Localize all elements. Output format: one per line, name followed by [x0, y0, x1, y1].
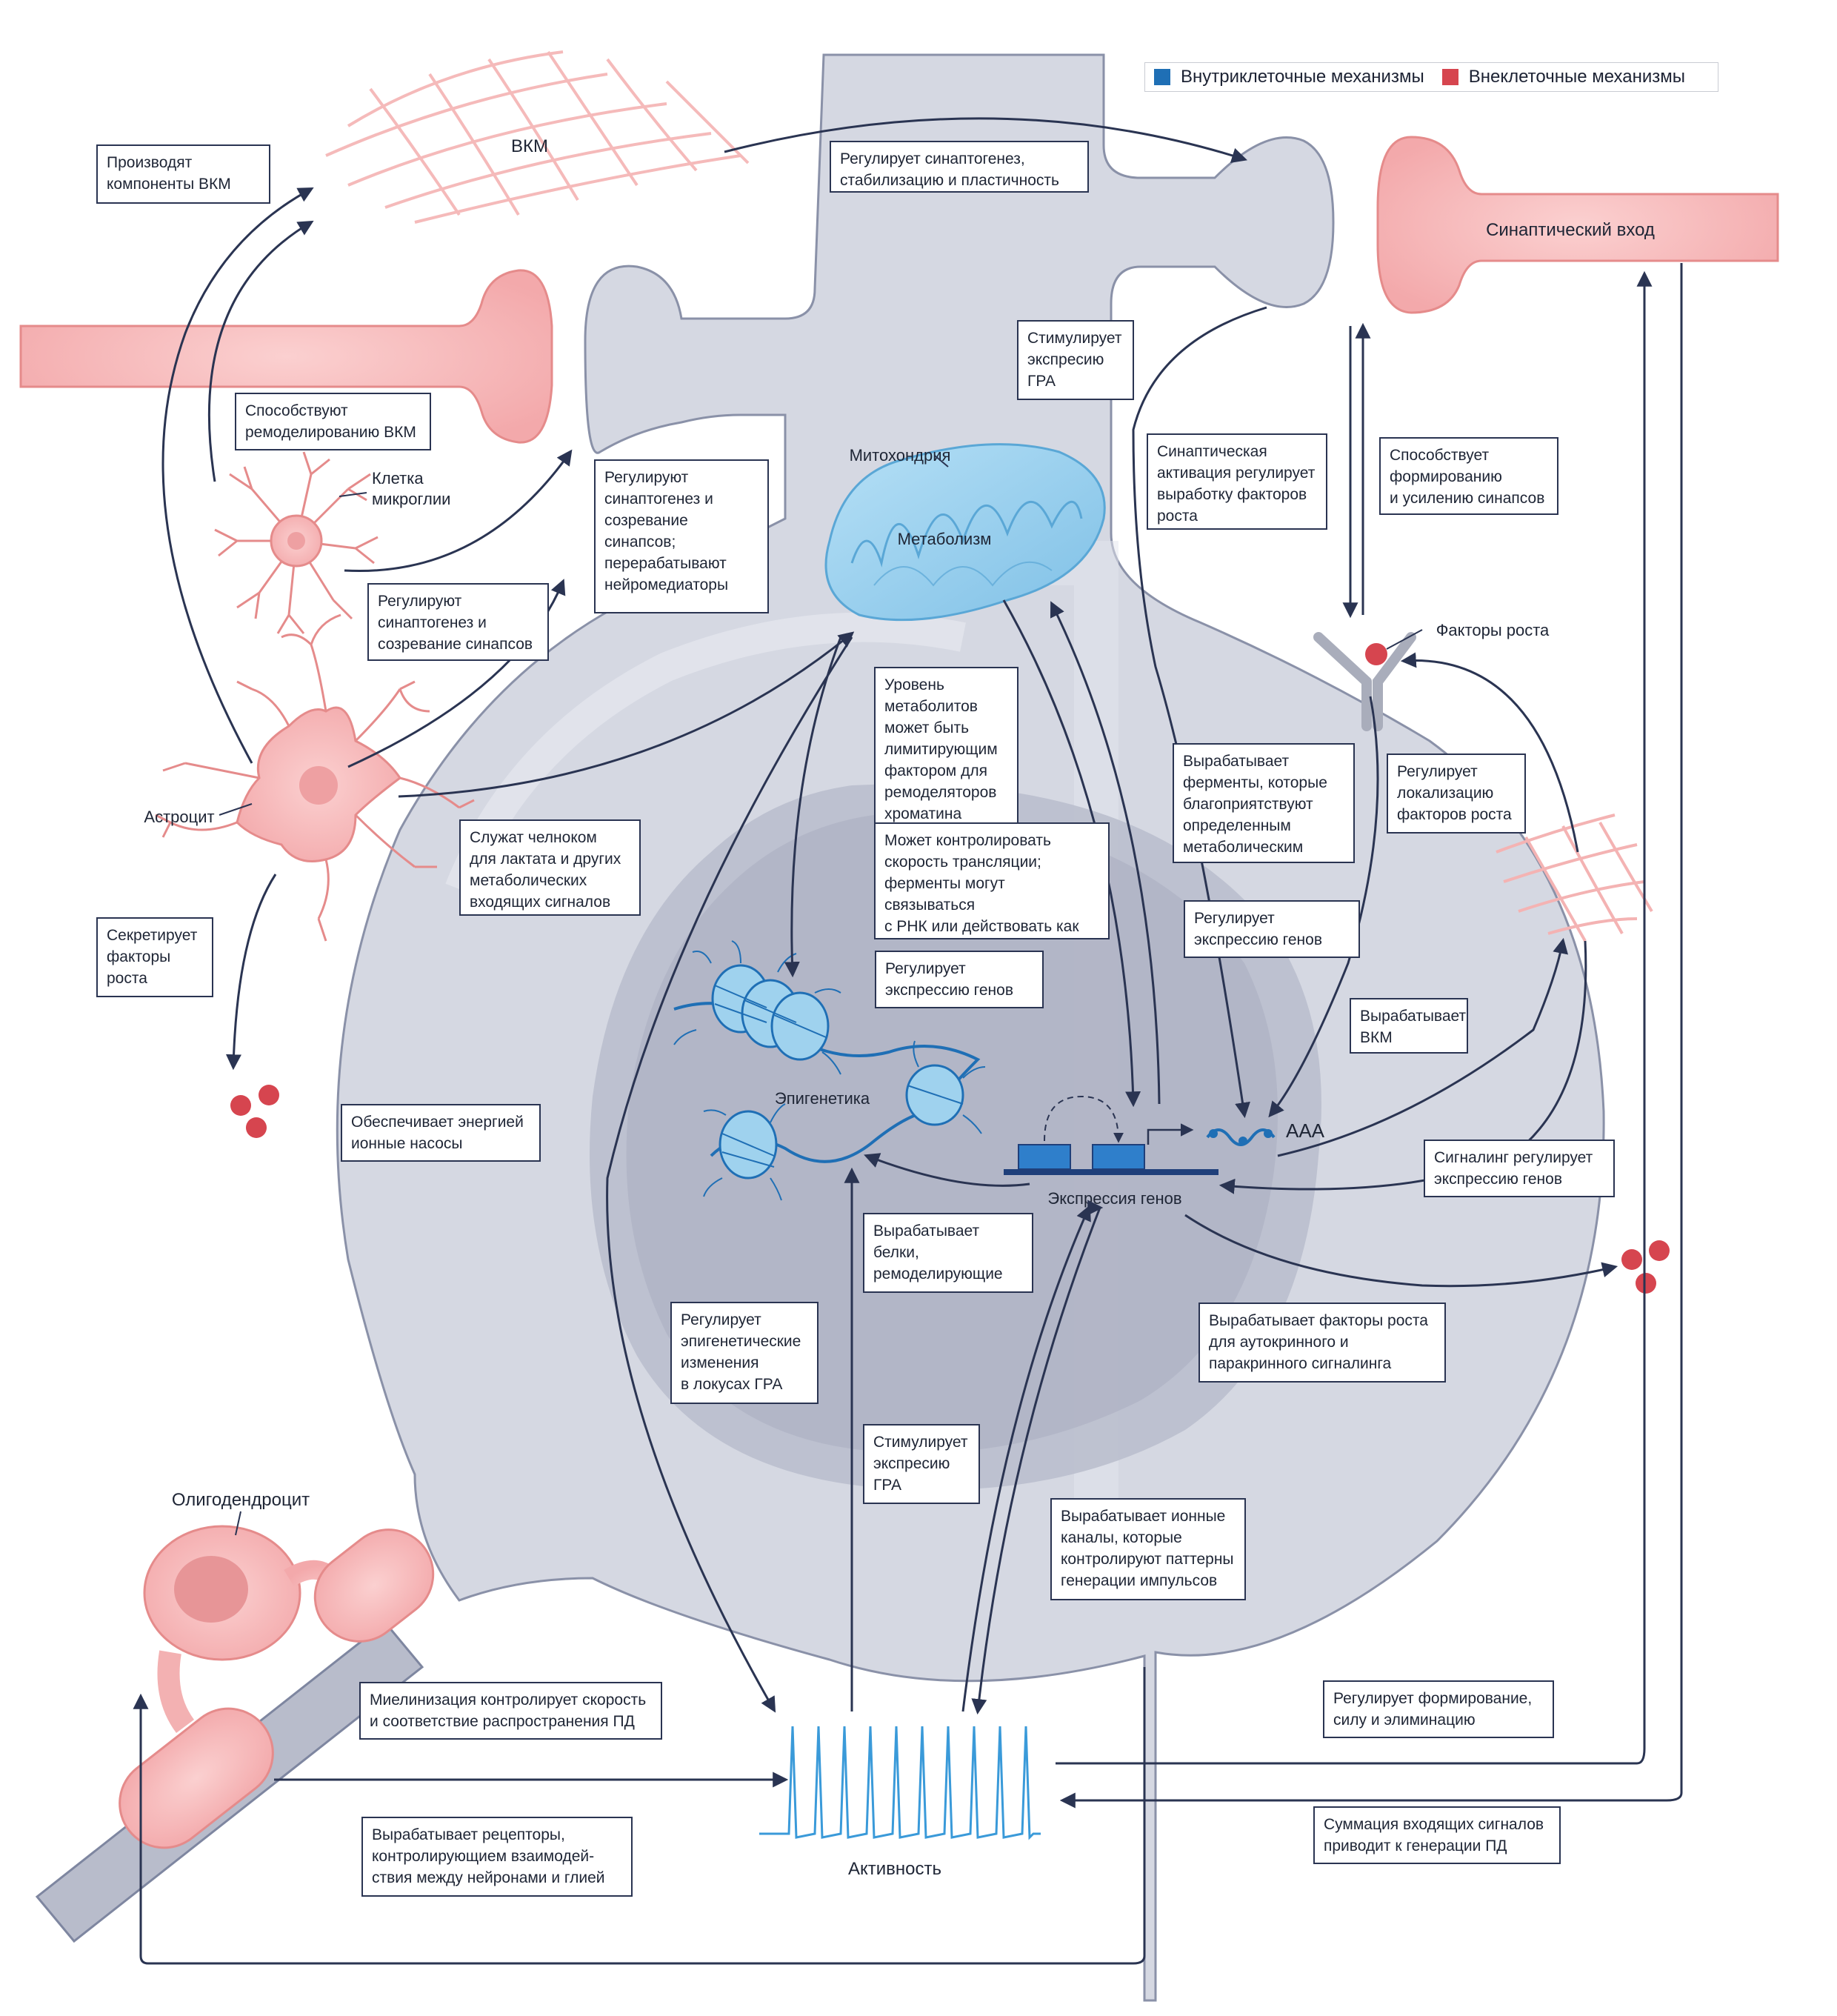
growth-factor-dots-right	[1621, 1240, 1670, 1294]
callout-secretes-gf: Секретирует факторы роста	[96, 917, 213, 997]
callout-epigenetic-changes: Регулирует эпигенетические изменения в л…	[670, 1302, 819, 1404]
polyA-label: AAA	[1286, 1120, 1325, 1142]
metabolism-label: Метаболизм	[898, 530, 992, 548]
callout-produces-ecm: Вырабатывает ВКМ	[1350, 998, 1468, 1054]
growth-factors-label: Факторы роста	[1436, 621, 1550, 639]
callout-lactate-shuttle: Служат челноком для лактата и других мет…	[459, 819, 641, 916]
activity-trace: Активность	[759, 1726, 1041, 1879]
callout-summation: Суммация входящих сигналов приводит к ге…	[1313, 1806, 1561, 1864]
callout-metabolite-level: Уровень метаболитов может быть лимитирую…	[874, 667, 1018, 828]
synaptic-bouton-left	[19, 269, 553, 444]
gene-expression-label: Экспрессия генов	[1047, 1189, 1181, 1208]
callout-regulate-synaptogenesis-right: Регулируют синаптогенез и созревание син…	[594, 459, 769, 613]
legend-swatch-intracellular	[1154, 69, 1170, 85]
activity-label: Активность	[848, 1859, 941, 1879]
callout-enzymes-paths: Вырабатывает ферменты, которые благоприя…	[1173, 743, 1355, 863]
callout-regulate-synaptogenesis-left: Регулируют синаптогенез и созревание син…	[367, 583, 549, 661]
callout-myelination: Миелинизация контролирует скорость и соо…	[359, 1682, 662, 1740]
soma-highlight	[445, 612, 966, 895]
ecm-net-top	[325, 50, 750, 224]
legend: Внутриклеточные механизмы Внеклеточные м…	[1144, 62, 1718, 92]
legend-label-extracellular: Внеклеточные механизмы	[1468, 67, 1686, 87]
ecm-label: ВКМ	[511, 136, 548, 156]
callout-stim-expr-top: Стимулирует экспресию ГРА	[1017, 320, 1134, 400]
oligodendrocyte-label: Олигодендроцит	[172, 1490, 310, 1510]
ecm-net-right	[1496, 814, 1653, 942]
callout-energy-pumps: Обеспечивает энергией ионные насосы	[341, 1104, 541, 1162]
callout-gf-autocrine: Вырабатывает факторы роста для аутокринн…	[1198, 1303, 1446, 1383]
callout-ecm-regulates: Регулирует синаптогенез, стабилизацию и …	[830, 141, 1089, 193]
synaptic-input-label: Синаптический вход	[1486, 220, 1655, 240]
oligodendrocyte: Олигодендроцит	[35, 1490, 435, 1943]
gene-expression: Экспрессия генов AAA	[1004, 1095, 1325, 1208]
arrows	[133, 117, 1683, 1965]
microglia-cell	[214, 451, 379, 634]
astrocyte-cell	[155, 613, 475, 942]
mitochondrion-label: Митохондрия	[850, 446, 951, 465]
callout-produce-ecm: Производят компоненты ВКМ	[96, 144, 270, 204]
legend-label-intracellular: Внутриклеточные механизмы	[1181, 67, 1424, 87]
astrocyte-label: Астроцит	[144, 808, 214, 826]
callout-synapse-elimination: Регулирует формирование, силу и элиминац…	[1323, 1680, 1554, 1738]
epigenetics-label: Эпигенетика	[775, 1089, 870, 1108]
mitochondrion: Метаболизм Митохондрия	[824, 443, 1106, 622]
callout-syn-activation: Синаптическая активация регулирует выраб…	[1147, 433, 1327, 530]
callout-receptors-glia: Вырабатывает рецепторы, контролирующием …	[361, 1817, 633, 1897]
callout-promotes-synapses: Способствует формированию и усилению син…	[1379, 437, 1558, 515]
callout-ion-channels: Вырабатывает ионные каналы, которые конт…	[1050, 1498, 1246, 1600]
callout-signaling: Сигналинг регулирует экспрессию генов	[1424, 1140, 1615, 1197]
callout-chromatin-proteins: Вырабатывает белки, ремоделирующие хрома…	[863, 1213, 1033, 1293]
callout-regulates-gene-expr-mid: Регулирует экспрессию генов	[875, 951, 1044, 1008]
callout-translation-rate: Может контролировать скорость трансляции…	[874, 822, 1110, 939]
callout-stim-expr-bottom: Стимулирует экспресию ГРА	[863, 1424, 980, 1504]
synaptic-input-terminal: Синаптический вход	[1376, 136, 1779, 314]
microglia-label: Клетка микроглии	[372, 469, 451, 508]
growth-factor-receptor: Факторы роста	[1313, 621, 1550, 731]
callout-remodel-ecm: Способствуют ремоделированию ВКМ	[235, 393, 431, 450]
chromatin: Эпигенетика	[673, 940, 986, 1201]
callout-regulates-localization: Регулирует локализацию факторов роста	[1387, 753, 1526, 834]
growth-factor-dots-left	[230, 1085, 279, 1138]
legend-swatch-extracellular	[1441, 69, 1458, 85]
callout-regulates-gene-expr-right: Регулирует экспрессию генов	[1184, 900, 1360, 958]
